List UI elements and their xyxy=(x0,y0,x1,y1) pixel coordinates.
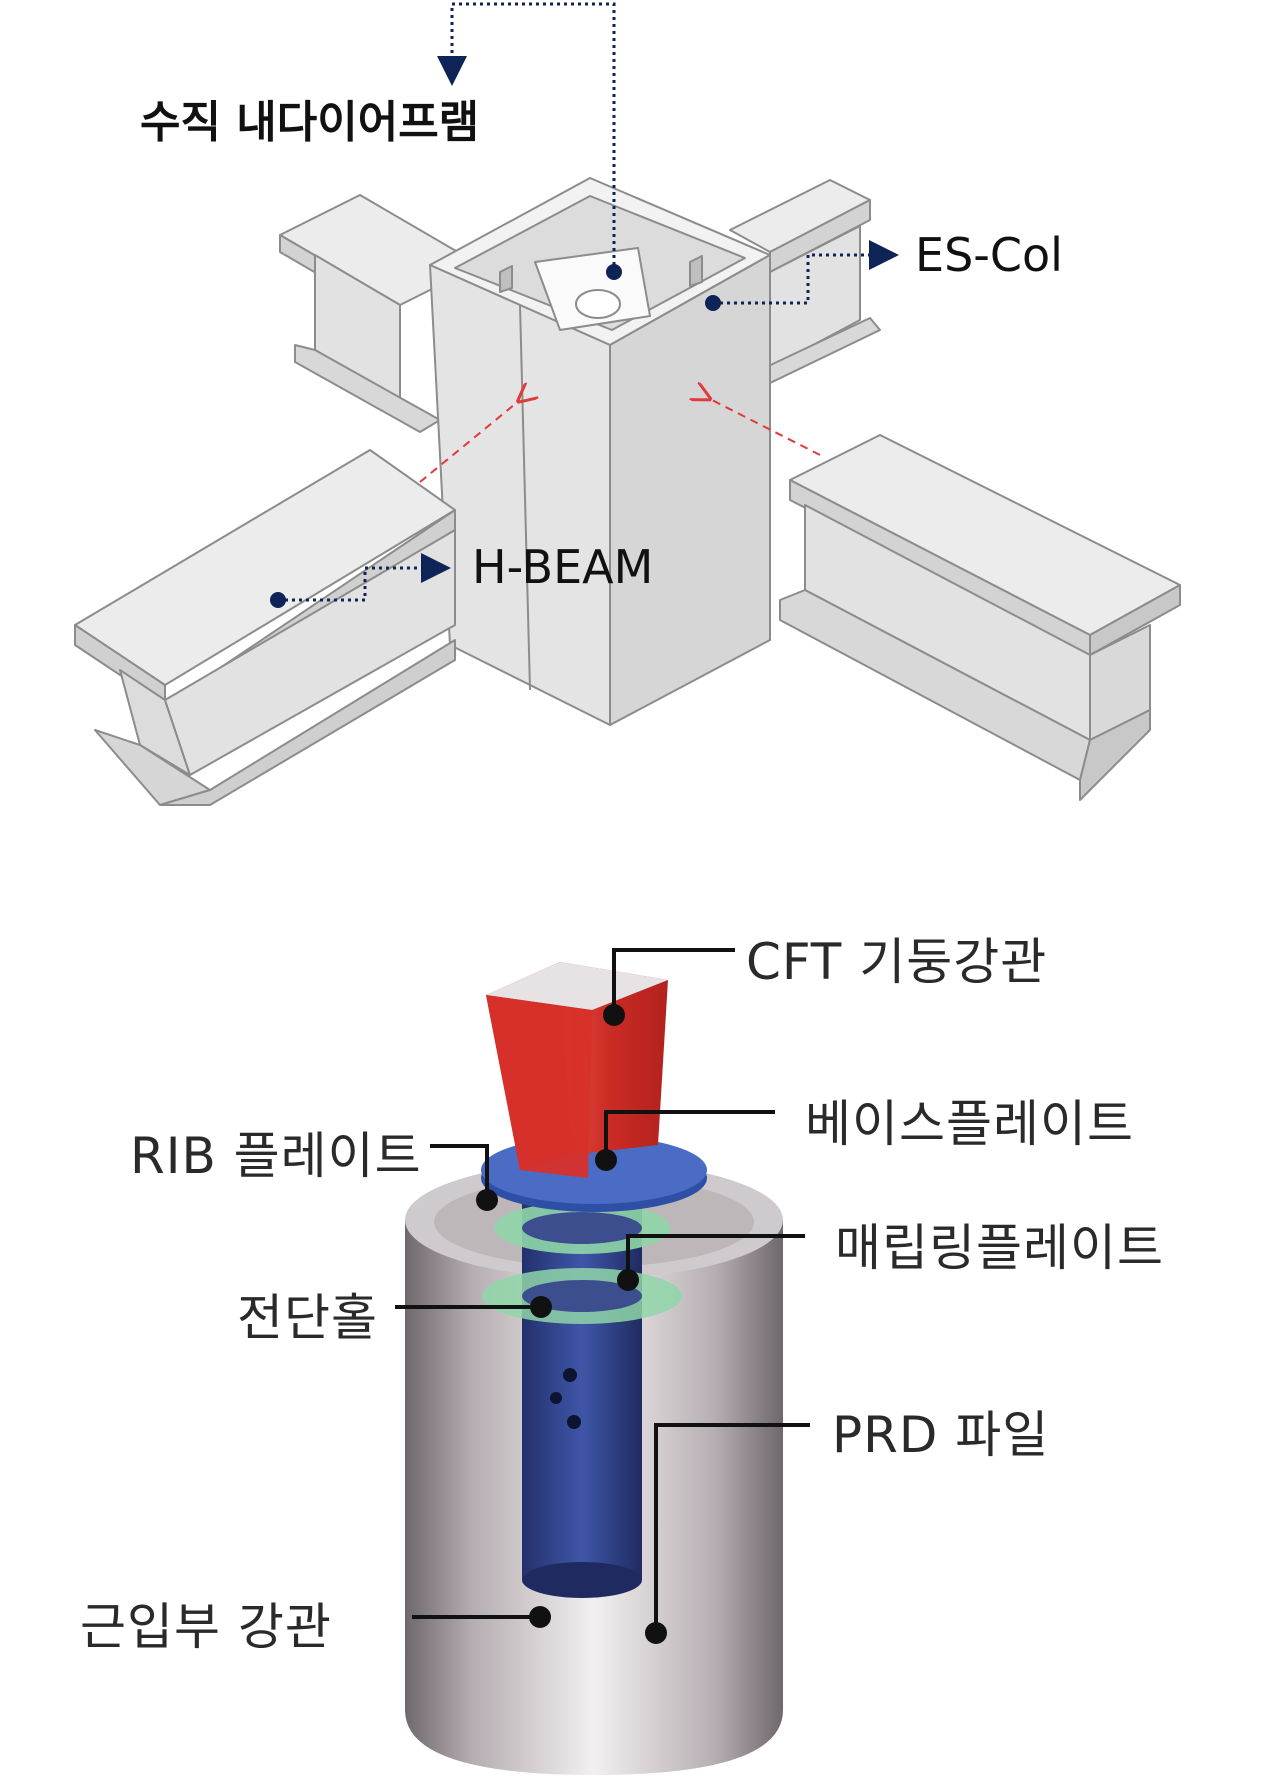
h-beam-front-left xyxy=(74,449,456,806)
dot-shear-hole xyxy=(530,1296,552,1318)
dot-base-plate xyxy=(595,1149,617,1171)
leader-base-plate xyxy=(604,1110,775,1155)
leader-es-col xyxy=(705,240,899,311)
leader-prd-pile xyxy=(654,1423,810,1628)
label-prd-pile: PRD 파일 xyxy=(832,1406,1050,1464)
dot-cft-column xyxy=(603,1004,625,1026)
leader-vertical-diaphragm xyxy=(437,2,622,280)
shear-holes xyxy=(550,1368,581,1429)
insertion-arrow-right xyxy=(708,398,821,456)
label-vertical-diaphragm: 수직 내다이어프램 xyxy=(140,97,480,148)
dot-rib-plate xyxy=(476,1189,498,1211)
h-beam-back-right xyxy=(729,179,881,385)
leader-h-beam xyxy=(270,553,451,608)
leader-ring-plate xyxy=(626,1234,805,1275)
label-base-plate: 베이스플레이트 xyxy=(805,1095,1134,1153)
column-beam-joint-diagram: 수직 내다이어프램 ES-Col H-BEAM xyxy=(0,0,1269,830)
label-shear-hole: 전단홀 xyxy=(237,1289,378,1347)
label-embedded-ring-plate: 매립링플레이트 xyxy=(835,1219,1164,1277)
h-beam-front-right xyxy=(779,434,1181,801)
dot-embedded-pipe xyxy=(529,1606,551,1628)
insertion-arrow-left xyxy=(419,400,520,483)
label-h-beam: H-BEAM xyxy=(472,540,654,594)
pile-column-connection-diagram: CFT 기둥강관 RIB 플레이트 베이스플레이트 매립링플레이트 전단홀 PR… xyxy=(0,830,1269,1784)
label-rib-plate: RIB 플레이트 xyxy=(130,1127,422,1185)
dot-prd-pile xyxy=(645,1622,667,1644)
leader-cft-column xyxy=(612,948,735,1010)
es-col-column xyxy=(429,177,771,726)
label-es-col: ES-Col xyxy=(915,228,1063,282)
dot-ring-plate xyxy=(617,1269,639,1291)
leader-rib-plate xyxy=(430,1144,489,1195)
cft-column-pipe xyxy=(486,962,668,1178)
label-cft-column-pipe: CFT 기둥강관 xyxy=(746,933,1048,991)
joint-illustration xyxy=(74,2,1181,806)
pile-illustration xyxy=(395,948,810,1775)
label-embedded-steel-pipe: 근입부 강관 xyxy=(80,1598,332,1656)
